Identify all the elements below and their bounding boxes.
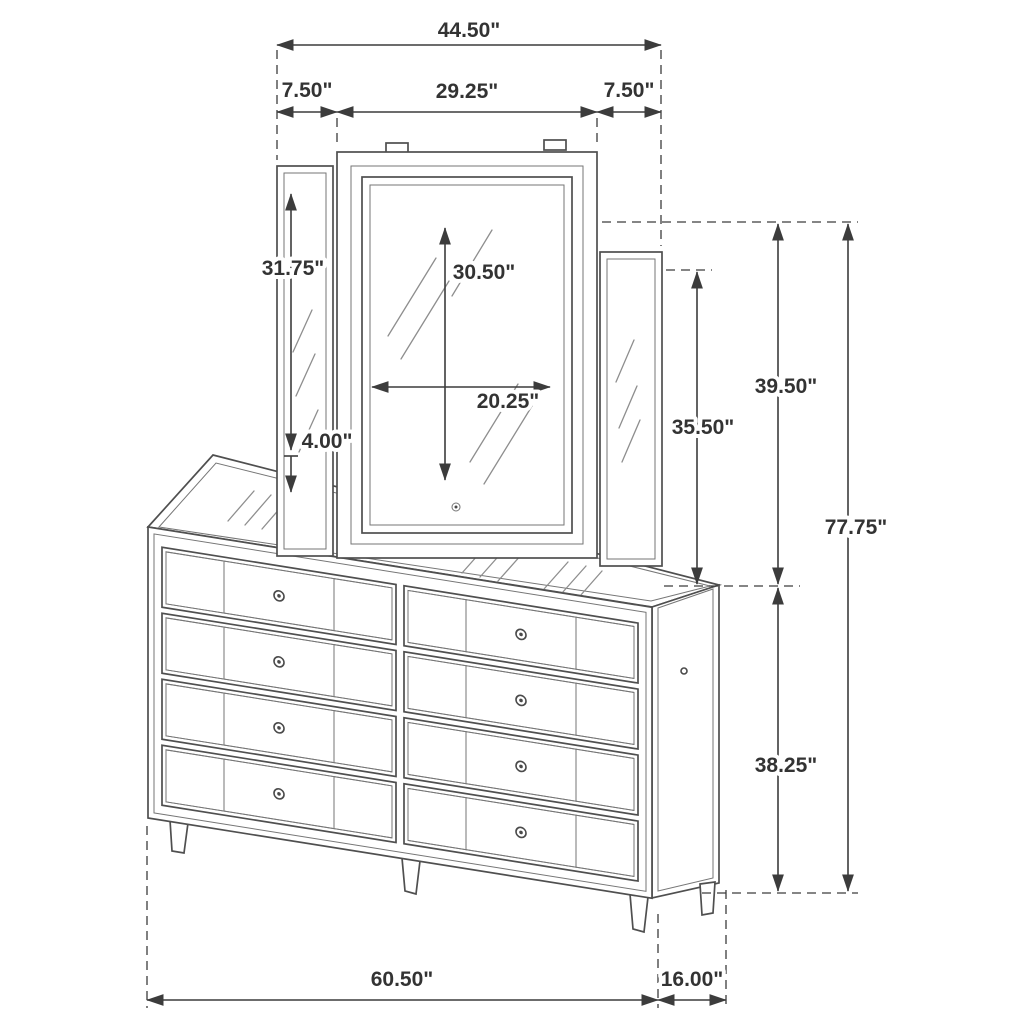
knob xyxy=(273,655,285,668)
dim-label: 20.25" xyxy=(477,390,540,413)
dim-label: 16.00" xyxy=(661,968,724,991)
mirror-clip xyxy=(543,139,567,151)
center-mirror xyxy=(336,139,598,559)
dim-mirror-center-height: 30.50" xyxy=(439,227,519,481)
drawer xyxy=(161,744,397,844)
dim-overall-height: 77.75" xyxy=(821,223,891,892)
knob xyxy=(515,694,527,707)
drawer xyxy=(161,612,397,712)
knob xyxy=(515,628,527,641)
knob xyxy=(273,721,285,734)
dim-label: 77.75" xyxy=(825,516,888,539)
dim-mirror-bottom-offset: 4.00" xyxy=(284,426,356,493)
dim-mirror-right-panel-width: 7.50" xyxy=(596,75,662,118)
dresser xyxy=(146,454,723,934)
dim-label: 29.25" xyxy=(436,80,499,103)
knob xyxy=(515,826,527,839)
dresser-leg xyxy=(629,892,649,934)
dim-label: 35.50" xyxy=(672,416,735,439)
dresser-right-side xyxy=(651,583,720,900)
dresser-leg xyxy=(401,856,421,896)
drawer xyxy=(403,584,639,685)
dim-mirror-center-width: 29.25" xyxy=(336,76,598,118)
top-shine-marks xyxy=(227,490,603,597)
dim-dresser-width: 60.50" xyxy=(146,964,659,1006)
dim-mirror-right-panel-height: 35.50" xyxy=(668,271,738,585)
knob xyxy=(273,589,285,602)
dim-label: 4.00" xyxy=(302,430,353,453)
knob xyxy=(273,787,285,800)
right-mirror-panel xyxy=(599,251,663,567)
dim-dresser-height: 38.25" xyxy=(751,587,821,892)
dim-label: 60.50" xyxy=(371,968,434,991)
drawer xyxy=(403,650,639,751)
dim-mirror-left-panel-width: 7.50" xyxy=(276,75,338,118)
drawer xyxy=(161,546,397,646)
dresser-legs xyxy=(169,818,716,934)
dim-label: 44.50" xyxy=(438,19,501,42)
side-peg xyxy=(680,667,688,675)
dresser-leg xyxy=(699,881,716,917)
dim-label: 39.50" xyxy=(755,375,818,398)
knob xyxy=(515,760,527,773)
extension-lines xyxy=(146,50,858,1008)
drawer xyxy=(403,716,639,817)
dim-label: 31.75" xyxy=(262,257,325,280)
drawer xyxy=(161,678,397,778)
left-mirror-panel xyxy=(276,165,334,557)
drawer xyxy=(403,782,639,883)
dresser-front xyxy=(147,526,653,900)
dim-mirror-left-panel-height: 31.75" xyxy=(258,193,328,451)
dim-label: 7.50" xyxy=(604,79,655,102)
dim-label: 30.50" xyxy=(453,261,516,284)
dresser-leg xyxy=(169,818,189,854)
dim-dresser-depth: 16.00" xyxy=(657,964,727,1006)
mirror-rosette xyxy=(451,502,461,512)
dim-mirror-assembly-height: 39.50" xyxy=(751,223,821,585)
dim-mirror-overall-width: 44.50" xyxy=(276,15,662,51)
dim-label: 38.25" xyxy=(755,754,818,777)
dim-mirror-glass-width: 20.25" xyxy=(371,381,551,417)
dim-label: 7.50" xyxy=(282,79,333,102)
